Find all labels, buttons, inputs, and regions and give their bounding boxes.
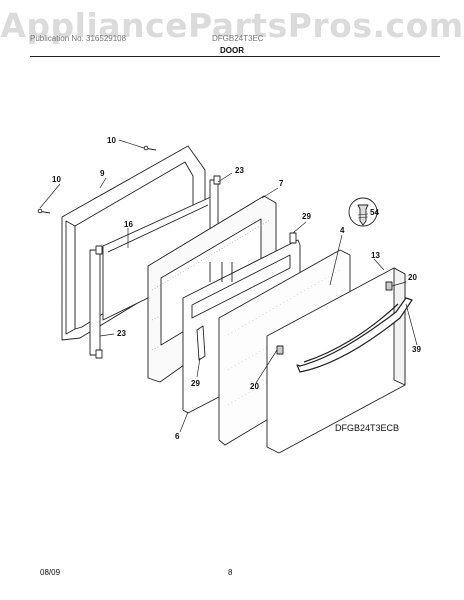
callout-29-lower: 29 (191, 379, 200, 388)
watermark: AppliancePartsPros.com (0, 6, 464, 45)
callout-54: 54 (370, 208, 379, 217)
footer-date: 08/09 (40, 568, 61, 577)
header-rule (30, 56, 440, 57)
callout-4: 4 (340, 226, 345, 235)
callout-20-lower: 20 (250, 382, 259, 391)
callout-6: 6 (175, 432, 180, 441)
callout-10-upper: 10 (107, 136, 116, 145)
page-number: 8 (228, 568, 233, 577)
callout-9: 9 (100, 169, 105, 178)
callout-7: 7 (279, 179, 284, 188)
callout-13: 13 (371, 251, 380, 260)
clip-29-lower (196, 325, 206, 361)
callout-23-upper: 23 (235, 166, 244, 175)
leader-lines (39, 139, 418, 433)
callout-20-right: 20 (408, 273, 417, 282)
callout-39: 39 (412, 345, 421, 354)
screw-10-upper (143, 145, 157, 151)
door-handle-part (296, 297, 413, 373)
diagram-model-code: DFGB24T3ECB (335, 423, 400, 433)
callout-29-upper: 29 (302, 212, 311, 221)
callout-16: 16 (124, 220, 133, 229)
publication-number: Publication No. 316529108 (30, 34, 127, 43)
clip-29-part (289, 232, 297, 244)
door-panel-part (266, 267, 406, 454)
header-model: DFGB24T3EC (212, 34, 264, 43)
callout-10-left: 10 (52, 175, 61, 184)
screw-10-left (37, 208, 51, 214)
callout-labels: 10 10 9 23 7 16 29 4 54 13 20 23 39 29 2… (52, 136, 421, 441)
section-title: DOOR (220, 46, 244, 55)
screw-54-icon (348, 197, 378, 227)
callout-23-lower: 23 (117, 329, 126, 338)
lower-hinge-part (89, 245, 103, 359)
